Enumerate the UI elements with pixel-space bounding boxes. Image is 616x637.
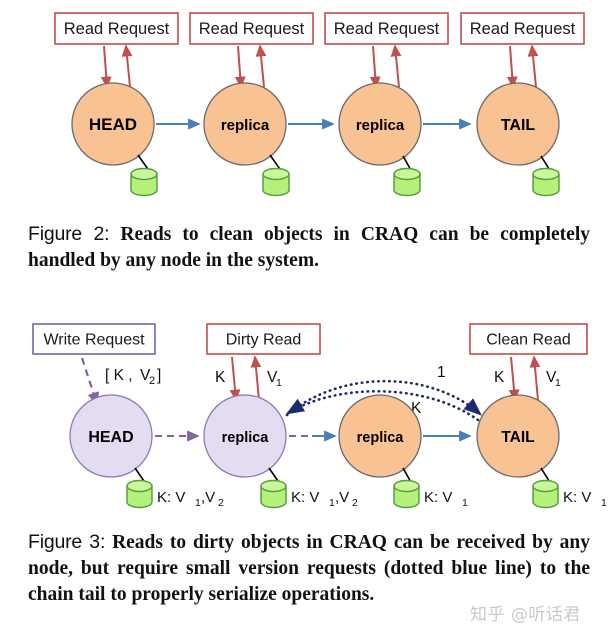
read-response-up-arrow-3 [390,44,402,88]
write-payload-label: [ K , V 2 ] [105,367,161,387]
node-head-label: HEAD [89,115,137,134]
storage-cylinder-f3-2 [260,479,287,509]
request-box-1-label: Read Request [64,20,170,38]
read-request-down-arrow-4 [506,45,518,89]
storage-label-f3-2-comma: ,V [335,489,349,506]
request-box-4-label: Read Request [470,20,576,38]
read-response-up-arrow-1 [121,44,133,88]
storage-label-f3-1-comma: ,V [201,489,215,506]
clean-read-value-sub: 1 [555,377,561,389]
node-replica-2-figure3[interactable]: replica [338,394,422,478]
storage-cylinder-2 [262,167,290,197]
request-box-3-label: Read Request [334,20,440,38]
dirty-read-key-label: K [215,369,226,386]
figure-2-caption-text: Reads to clean objects in CRAQ can be co… [28,224,591,271]
node-tail-figure2[interactable]: TAIL [476,82,560,166]
storage-label-f3-1-sub2: 2 [218,497,224,509]
figure-2-label: Figure 2: [28,223,110,245]
storage-label-f3-2-text: K: V [291,489,319,506]
dirty-read-value-sub: 1 [276,377,282,389]
figure-3-label: Figure 3: [28,531,106,553]
storage-cylinder-f3-4 [532,479,559,509]
dirty-read-up-arrow [250,355,262,401]
node-tail-label-f3: TAIL [501,429,534,446]
figure-2-caption: Figure 2: Reads to clean objects in CRAQ… [28,222,590,274]
clean-read-label: Clean Read [486,332,571,349]
request-box-2[interactable]: Read Request [189,12,314,45]
node-replica-2-figure2[interactable]: replica [338,82,422,166]
read-request-down-arrow-1 [100,45,112,89]
read-request-down-arrow-2 [234,45,246,89]
version-request-key-label: K [411,400,422,417]
storage-label-f3-1-text: K: V [157,489,185,506]
request-box-2-label: Read Request [199,20,305,38]
node-replica-1-figure2[interactable]: replica [203,82,287,166]
storage-label-f3-1: K: V 1 ,V 2 [157,489,224,509]
storage-label-f3-2-sub2: 2 [352,497,358,509]
write-payload-v: V [140,367,151,384]
dirty-read-box[interactable]: Dirty Read [206,323,321,355]
write-request-box[interactable]: Write Request [32,323,156,355]
node-head-figure2[interactable]: HEAD [71,82,155,166]
node-replica-2-label-f3: replica [357,430,405,446]
request-box-1[interactable]: Read Request [54,12,179,45]
dirty-read-value-label: V [267,369,278,386]
storage-cylinder-1 [130,167,158,197]
storage-cylinder-f3-3 [393,479,420,509]
storage-label-f3-3-text: K: V [424,489,452,506]
storage-label-f3-3: K: V 1 [424,489,468,509]
storage-label-f3-4-text: K: V [563,489,591,506]
figure-3-caption-text: Reads to dirty objects in CRAQ can be re… [28,532,591,605]
write-request-label: Write Request [43,332,145,349]
read-response-up-arrow-4 [527,44,539,88]
clean-read-up-arrow [529,355,541,401]
node-head-figure3[interactable]: HEAD [69,394,153,478]
write-request-arrow [80,357,100,406]
clean-read-key-label: K [494,369,505,386]
write-payload-close: ] [157,367,161,384]
storage-cylinder-3 [393,167,421,197]
node-tail-figure3[interactable]: TAIL [476,394,560,478]
storage-label-f3-4: K: V 1 [563,489,607,509]
clean-read-box[interactable]: Clean Read [469,323,588,355]
node-replica-2-label: replica [356,117,405,134]
request-box-3[interactable]: Read Request [324,12,449,45]
write-payload-sub: 2 [149,375,155,387]
clean-read-value-label: V [546,369,557,386]
figure-3-caption: Figure 3: Reads to dirty objects in CRAQ… [28,530,590,608]
version-reply-arc-inbound [285,389,480,422]
read-response-up-arrow-2 [255,44,267,88]
dirty-read-down-arrow [229,356,241,402]
clean-read-down-arrow [508,356,520,402]
figure-3-diagram: Write Request [ K , V 2 ] HEAD K: V 1 ,V… [0,312,616,517]
node-replica-1-figure3[interactable]: replica [203,394,287,478]
figure-2-diagram: Read Request HEAD Read Request replica R… [0,0,616,210]
version-request-arc-outbound [285,379,482,417]
storage-label-f3-1-sub1: 1 [195,497,201,509]
request-box-4[interactable]: Read Request [460,12,585,45]
node-head-label-f3: HEAD [88,429,133,446]
node-replica-1-label-f3: replica [222,430,270,446]
node-replica-1-label: replica [221,117,270,134]
storage-label-f3-2: K: V 1 ,V 2 [291,489,358,509]
write-payload-open: [ K , [105,367,133,384]
storage-cylinder-4 [532,167,560,197]
storage-label-f3-4-sub1: 1 [601,497,607,509]
dirty-read-label: Dirty Read [226,332,302,349]
read-request-down-arrow-3 [369,45,381,89]
storage-label-f3-3-sub1: 1 [462,497,468,509]
storage-cylinder-f3-1 [126,479,153,509]
storage-label-f3-2-sub1: 1 [329,497,335,509]
version-reply-label: 1 [437,364,446,381]
node-tail-label: TAIL [501,117,536,134]
